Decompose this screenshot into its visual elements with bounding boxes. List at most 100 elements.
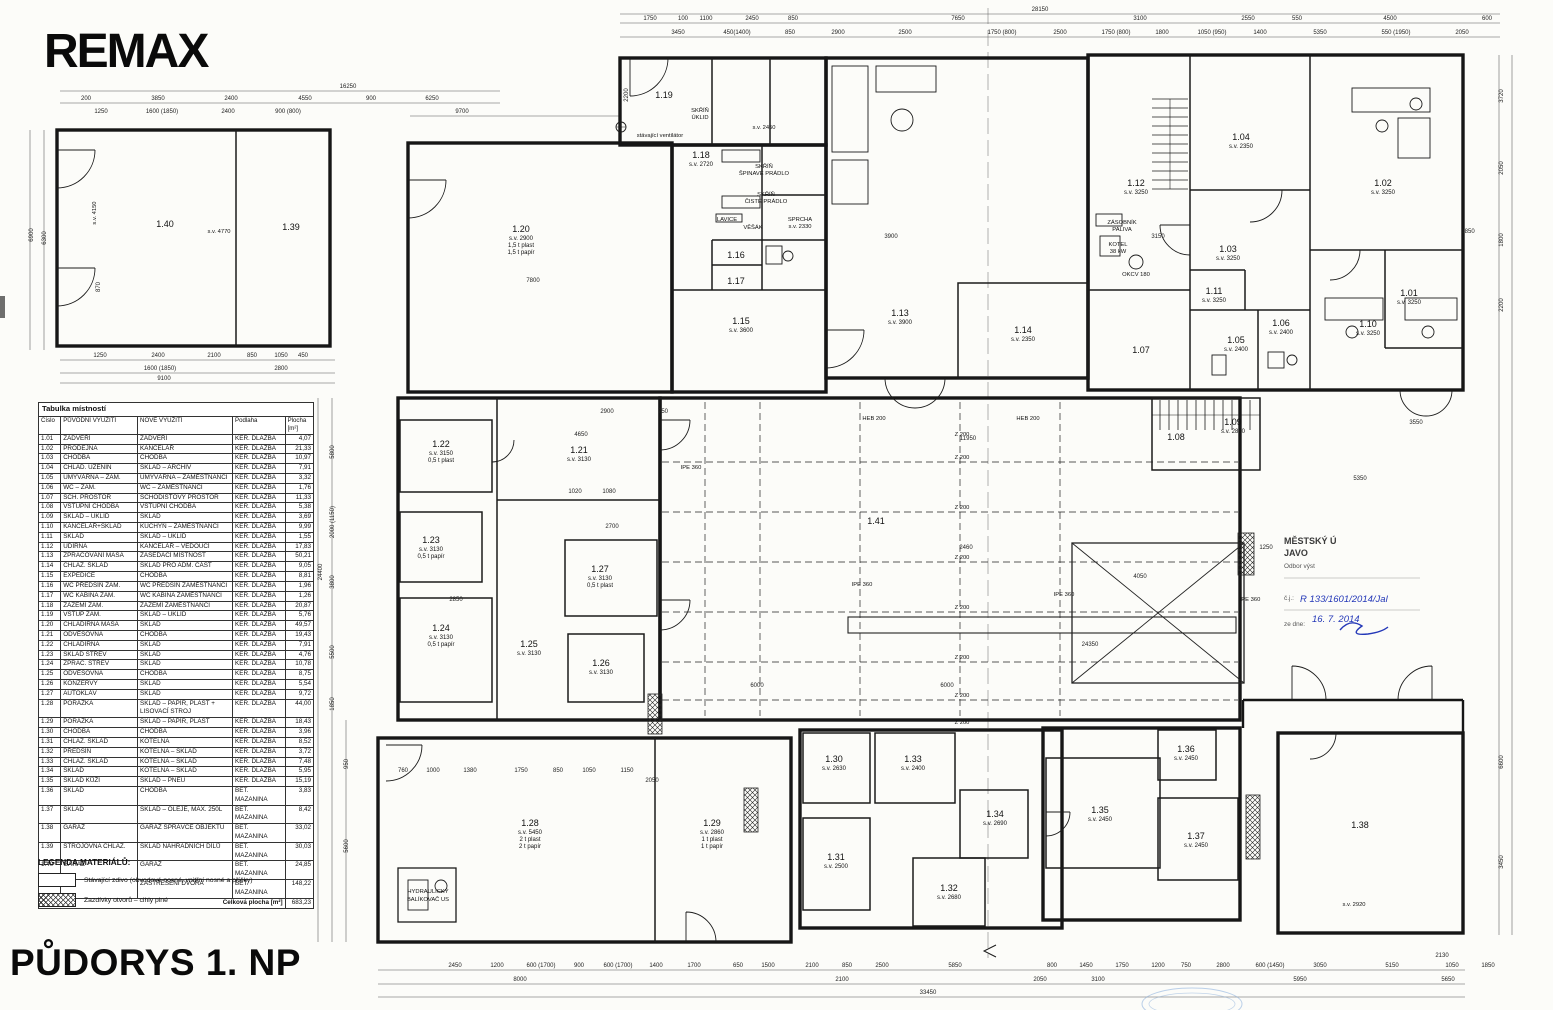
room-cell: 1.05 [37,472,62,484]
room-subtext: s.v. 5450 [518,830,543,836]
room-cell: SKLAD – ARCHIV [137,463,234,474]
dimension-label: 3450 [671,30,685,36]
room-cell: KOTELNA – SKLAD [137,746,234,758]
dimension-label: 3850 [151,96,165,102]
room-cell: KER. DLAŽBA [232,698,286,719]
room-subtext: s.v. 3600 [729,328,754,334]
dimension-label: 750 [1181,963,1192,969]
room-cell: 3,83 [284,785,315,806]
dimension-label: 33450 [920,990,937,996]
dimension-label: 1800 [1155,30,1169,36]
room-subtext: 1 t plast [701,837,722,843]
plan-annotation: SKŘÍŇ [755,162,773,170]
dimension-label: 1750 [1115,963,1129,969]
dimension-label: 4650 [574,432,588,438]
room-cell: 1.10 [37,522,62,533]
dimension-label: 1250 [94,109,108,115]
dimension-label: 5850 [948,963,962,969]
dimension-label: 800 [1047,963,1058,969]
furniture-equipment [397,65,1458,958]
room-cell: UMÝVÁRNA – ZAMĚSTNANCI [137,472,234,484]
dimension-label: 2400 [224,96,238,102]
room-cell: ODVĚŠOVNA [60,629,139,641]
stamp-line: Odbor výst [1284,563,1315,570]
dimension-label: 1750 [643,16,657,22]
dimension-label: 1600 (1850) [144,366,176,372]
room-subtext: s.v. 3130 [419,547,444,553]
col-plocha: Plocha [m²] [284,415,315,435]
room-cell: SKLAD [60,531,139,543]
scan-artifacts [0,296,1420,1010]
plan-annotation: IPE 360 [1240,597,1261,603]
room-cell: KANCELÁŘ – VEDOUCÍ [137,541,234,553]
room-cell: 1.35 [37,776,62,787]
room-cell: VSTUPNÍ CHODBA [60,502,139,514]
dimension-label: 2800 [1216,963,1230,969]
plan-annotation: ÚKLID [691,114,708,121]
dimension-label: 3550 [1409,420,1423,426]
room-label-1-36: 1.36 [1177,744,1195,754]
room-label-1-40: 1.40 [156,219,174,229]
room-cell: 1.27 [37,688,62,700]
dimension-label: 900 (800) [275,109,301,115]
room-cell: 1.15 [37,571,62,582]
dimension-label: 28150 [1032,7,1049,13]
plan-annotation: SKŘÍŇ [691,106,709,114]
room-cell: KER. DLAŽBA [232,453,286,465]
room-label-1-16: 1.16 [727,250,745,260]
courtyard-structure [662,402,1245,716]
room-subtext: s.v. 3130 [567,457,592,463]
room-cell: 4,76 [284,649,315,661]
brick-infill-hatches [647,532,1261,860]
room-subtext: s.v. 2860 [700,830,725,836]
room-subtext: s.v. 3150 [429,451,454,457]
plan-annotation: s.v. 2920 [1342,902,1365,908]
plan-annotation: SKŘÍŇ [757,190,775,198]
room-cell: KER. DLAŽBA [232,600,286,612]
scan-smudge [0,296,5,318]
existing-wall-swatch [38,873,76,887]
room-cell: KER. DLAŽBA [232,669,286,680]
room-cell: 1,96 [284,580,315,592]
dimension-label: 2050 [1033,977,1047,983]
room-subtext: 0,5 t papír [427,642,454,648]
dimension-label: 2050 [645,778,659,784]
dimension-label: 9700 [455,109,469,115]
room-label-1-29: 1.29 [703,818,721,828]
room-cell: KANCELÁŘ+SKLAD [60,522,139,533]
dimension-label: 2800 [274,366,288,372]
room-subtext: s.v. 2450 [1088,817,1113,823]
room-cell: 1.02 [37,443,62,455]
room-cell: 1,26 [284,590,315,602]
dimension-label: 2100 [207,353,221,359]
room-cell: SKLAD [137,659,234,671]
plan-annotation: s.v. 4150 [92,201,98,224]
room-cell: 8,81 [284,571,315,582]
room-cell: KER. DLAŽBA [232,463,286,474]
dimension-label: 1750 (800) [987,30,1016,36]
room-label-1-01: 1.01 [1400,288,1418,298]
room-cell: KER. DLAŽBA [232,610,286,622]
room-cell: 1.26 [37,679,62,690]
room-label-1-22: 1.22 [432,439,450,449]
plan-annotation: HEB 200 [1016,416,1039,422]
room-label-1-07: 1.07 [1132,345,1150,355]
stamp-line: ze dne: [1284,621,1305,628]
legend-title: LEGENDA MATERIÁLŮ: [38,858,131,867]
room-cell: 11,33 [284,492,315,504]
room-subtext: 0,5 t papír [417,554,444,560]
room-label-1-39: 1.39 [282,222,300,232]
room-cell: KOTELNA – SKLAD [137,756,234,768]
staircase [1152,98,1260,430]
dimension-label: 3800 [330,575,336,589]
